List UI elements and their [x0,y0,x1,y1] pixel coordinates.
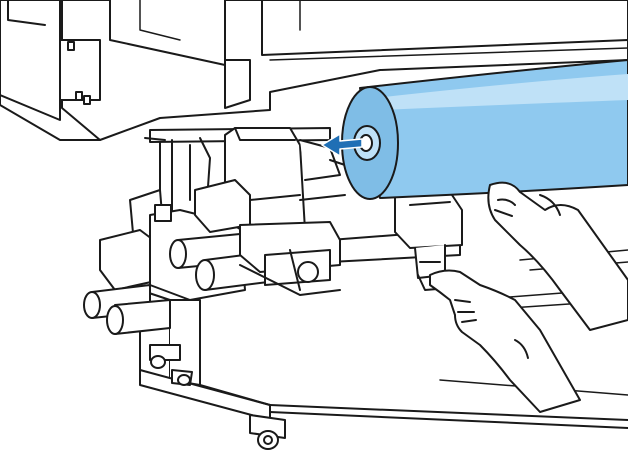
left-roll-holder [194,127,346,296]
left-hand [429,269,581,413]
arrow-left-icon [321,133,363,157]
media-roll [341,59,628,200]
printer-body [0,0,628,141]
right-hand [487,181,628,331]
